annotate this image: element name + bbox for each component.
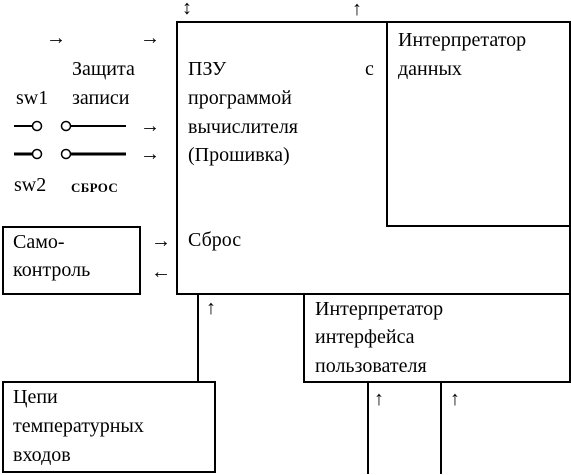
data-interpreter-border — [386, 22, 570, 227]
ui-input-arrow-1-icon: ↑ — [374, 388, 384, 410]
rom-title-line3: вычислителя — [188, 116, 298, 138]
sw2-left-contact — [31, 148, 43, 160]
rom-to-self-control-arrow-icon: ← — [151, 261, 171, 283]
ui-interpreter-border — [303, 293, 571, 383]
rom-side-label: с — [365, 58, 374, 80]
sw2-label: sw2 — [14, 174, 47, 196]
self-control-line2: контроль — [13, 259, 91, 281]
temp-circuits-border — [2, 381, 216, 473]
top-right-arrow-icon: → — [140, 27, 160, 49]
self-control-to-rom-arrow-icon: → — [151, 230, 171, 252]
reset-switch-label: СБРОС — [71, 180, 119, 195]
data-interpreter-line1: Интерпретатор — [398, 29, 527, 51]
temp-circuits-line3: входов — [13, 444, 71, 466]
top-left-arrow-icon: → — [46, 27, 66, 49]
self-control-border — [2, 226, 141, 295]
rom-title-line2: программой — [188, 87, 292, 109]
ui-interpreter-line1: Интерпретатор — [315, 298, 444, 320]
sw1-arrow-icon: → — [140, 115, 160, 137]
sw1-label: sw1 — [16, 87, 49, 109]
write-protection-label-line2: записи — [72, 87, 130, 109]
temp-to-rom-arrow-icon: ↑ — [206, 297, 216, 319]
sw1-right-contact — [60, 120, 72, 132]
ui-input-arrow-2-icon: ↑ — [450, 388, 460, 410]
temp-circuits-line1: Цепи — [13, 386, 58, 408]
write-protection-label-line1: Защита — [72, 58, 135, 80]
rom-title-line1: ПЗУ — [188, 58, 227, 80]
rom-top-bidirectional-arrow-icon: ↕ — [182, 0, 192, 19]
rom-reset-label: Сброс — [188, 229, 242, 251]
sw1-left-contact — [31, 120, 43, 132]
ui-interpreter-line3: пользователя — [315, 355, 427, 377]
ui-interpreter-line2: интерфейса — [315, 326, 415, 348]
rom-top-up-arrow-icon: ↑ — [352, 0, 362, 20]
temp-circuits-line2: температурных — [13, 415, 144, 437]
sw2-arrow-icon: → — [140, 143, 160, 165]
data-interpreter-line2: данных — [398, 58, 462, 80]
self-control-line1: Само- — [13, 231, 65, 253]
rom-title-line4: (Прошивка) — [188, 144, 290, 166]
sw2-right-contact — [60, 148, 72, 160]
